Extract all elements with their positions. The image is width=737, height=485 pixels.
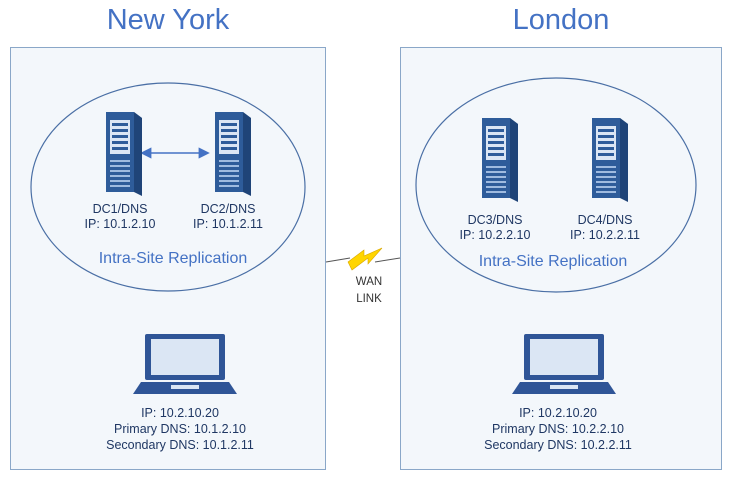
client-ip: IP: 10.2.10.20 bbox=[519, 406, 597, 420]
server-label-dc4: DC4/DNS IP: 10.2.2.11 bbox=[545, 213, 665, 243]
server-name: DC4/DNS bbox=[577, 213, 633, 227]
replication-ellipse-new-york bbox=[30, 82, 306, 292]
server-ip: IP: 10.2.2.11 bbox=[570, 228, 640, 242]
laptop-icon bbox=[512, 334, 616, 394]
replication-label-london: Intra-Site Replication bbox=[478, 253, 628, 270]
site-title-new-york: New York bbox=[106, 4, 230, 36]
server-name: DC1/DNS bbox=[92, 202, 148, 216]
server-tower-icon bbox=[592, 118, 628, 202]
server-ip: IP: 10.1.2.11 bbox=[193, 217, 263, 231]
laptop-icon bbox=[133, 334, 237, 394]
server-tower-icon bbox=[482, 118, 518, 202]
site-title-london: London bbox=[512, 4, 610, 36]
site-box-new-york bbox=[10, 47, 326, 470]
client-info-new-york: IP: 10.2.10.20 Primary DNS: 10.1.2.10 Se… bbox=[80, 405, 280, 453]
wan-label-line1: WAN bbox=[355, 276, 383, 288]
server-label-dc1: DC1/DNS IP: 10.1.2.10 bbox=[60, 202, 180, 232]
wan-label-line2: LINK bbox=[356, 293, 382, 305]
server-ip: IP: 10.2.2.10 bbox=[459, 228, 531, 242]
wan-link bbox=[325, 247, 401, 271]
server-label-dc2: DC2/DNS IP: 10.1.2.11 bbox=[168, 202, 288, 232]
server-tower-icon bbox=[106, 112, 142, 196]
server-ip: IP: 10.1.2.10 bbox=[84, 217, 156, 231]
wan-link-label: WAN LINK bbox=[340, 274, 398, 308]
server-label-dc3: DC3/DNS IP: 10.2.2.10 bbox=[435, 213, 555, 243]
client-ip: IP: 10.2.10.20 bbox=[141, 406, 219, 420]
lightning-bolt-icon bbox=[347, 247, 383, 271]
server-tower-icon bbox=[215, 112, 251, 196]
client-secondary-dns: Secondary DNS: 10.1.2.11 bbox=[106, 438, 254, 452]
client-primary-dns: Primary DNS: 10.1.2.10 bbox=[114, 422, 246, 436]
replication-ellipse-london bbox=[415, 77, 697, 293]
client-info-london: IP: 10.2.10.20 Primary DNS: 10.2.2.10 Se… bbox=[458, 405, 658, 453]
client-primary-dns: Primary DNS: 10.2.2.10 bbox=[492, 422, 624, 436]
server-name: DC2/DNS bbox=[200, 202, 256, 216]
replication-label-new-york: Intra-Site Replication bbox=[98, 250, 248, 267]
client-secondary-dns: Secondary DNS: 10.2.2.11 bbox=[484, 438, 632, 452]
server-name: DC3/DNS bbox=[467, 213, 523, 227]
